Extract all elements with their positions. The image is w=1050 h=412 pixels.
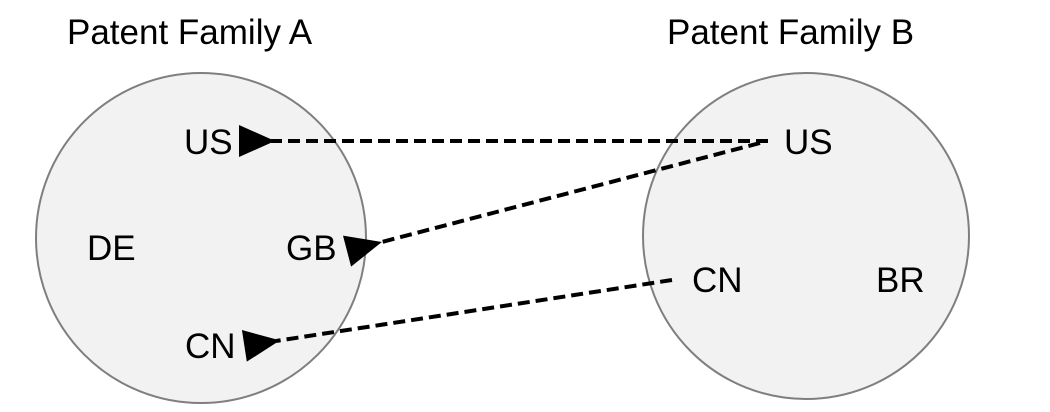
family-b-us-label: US bbox=[784, 123, 833, 162]
family-b-circle bbox=[642, 72, 970, 400]
family-a-gb-label: GB bbox=[286, 229, 337, 268]
family-a-title: Patent Family A bbox=[67, 13, 313, 52]
arrow-b-us-to-a-gb bbox=[342, 141, 761, 267]
family-a-de-label: DE bbox=[87, 229, 136, 268]
arrow-b-cn-to-a-cn bbox=[241, 278, 673, 362]
family-a-group: Patent Family A US DE GB CN bbox=[35, 13, 367, 404]
family-a-cn-label: CN bbox=[185, 327, 236, 366]
family-b-cn-label: CN bbox=[692, 261, 743, 300]
family-b-br-label: BR bbox=[876, 261, 925, 300]
citation-arrows bbox=[239, 125, 768, 362]
family-b-group: Patent Family B US CN BR bbox=[642, 13, 970, 400]
family-a-us-label: US bbox=[184, 123, 233, 162]
family-b-title: Patent Family B bbox=[667, 13, 914, 52]
